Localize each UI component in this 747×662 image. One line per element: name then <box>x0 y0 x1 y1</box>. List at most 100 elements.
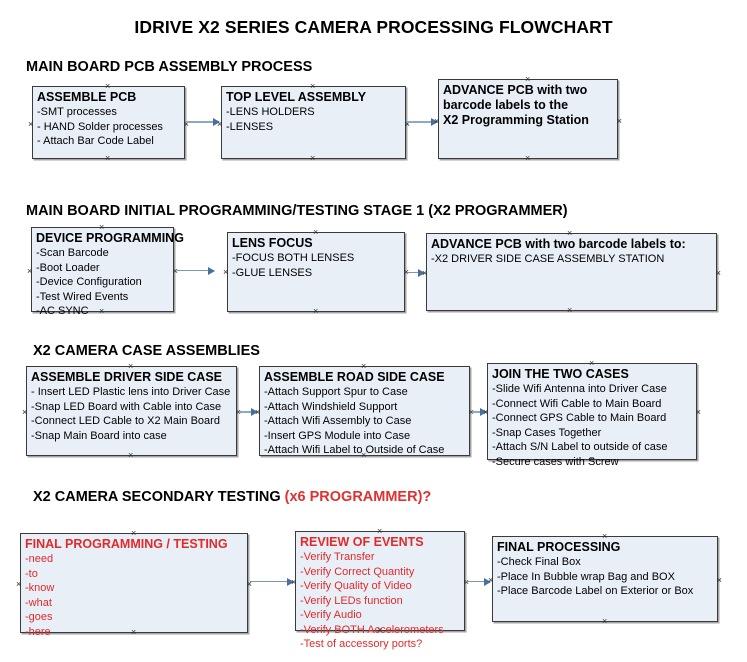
process-box-final-programming-testing[interactable]: FINAL PROGRAMMING / TESTING -need -to -k… <box>16 529 252 638</box>
box-line: -Attach Windshield Support <box>264 400 398 413</box>
box-title: FINAL PROCESSING <box>497 540 621 554</box>
handle-left-icon[interactable]: × <box>27 266 33 276</box>
handle-top-icon[interactable]: × <box>128 361 134 371</box>
box-line: -Snap Main Board into case <box>31 429 167 442</box>
handle-left-icon[interactable]: × <box>22 407 28 417</box>
box-title: JOIN THE TWO CASES <box>492 367 629 381</box>
handle-left-icon[interactable]: × <box>28 119 34 129</box>
process-box-device-programming[interactable]: DEVICE PROGRAMMING -Scan Barcode -Boot L… <box>27 223 184 318</box>
box-line: barcode labels to the <box>443 98 569 112</box>
connector-arrow-4-2 <box>466 577 491 586</box>
box-line: -Check Final Box <box>497 556 581 568</box>
handle-right-icon[interactable]: × <box>404 119 410 129</box>
handle-right-icon[interactable]: × <box>183 119 189 129</box>
handle-bottom-icon[interactable]: × <box>589 454 595 464</box>
box-line: -Attach S/N Label to outside of case <box>492 441 668 453</box>
box-line: -Boot Loader <box>36 261 100 274</box>
box-line: -Test Wired Events <box>36 290 129 303</box>
process-box-review-of-events[interactable]: REVIEW OF EVENTS -Verify Transfer -Verif… <box>291 527 469 651</box>
box-line: -goes <box>25 611 53 623</box>
handle-right-icon[interactable]: × <box>404 268 409 277</box>
box-line: -Connect GPS Cable to Main Board <box>492 412 667 424</box>
process-box-advance-pcb-programming-station[interactable]: ADVANCE PCB with two barcode labels to t… <box>434 75 622 163</box>
box-title: REVIEW OF EVENTS <box>300 535 424 549</box>
box-line: -Insert GPS Module into Case <box>264 429 411 442</box>
handle-left-icon[interactable]: × <box>223 267 229 277</box>
handle-bottom-icon[interactable]: × <box>361 450 367 460</box>
handle-left-icon[interactable]: × <box>16 579 22 589</box>
box-line: -Attach Wifi Label to Outside of Case <box>264 444 445 456</box>
process-box-assemble-pcb[interactable]: ASSEMBLE PCB -SMT processes - HAND Solde… <box>28 82 189 163</box>
connector-arrow-3-2 <box>472 408 487 416</box>
handle-bottom-icon[interactable]: × <box>128 450 134 460</box>
box-line: -Snap LED Board with Cable into Case <box>31 400 222 413</box>
box-line: -Verify Transfer <box>300 551 375 563</box>
connector-arrow-1-2 <box>407 118 438 126</box>
section-heading-2-text: MAIN BOARD INITIAL PROGRAMMING/TESTING S… <box>26 203 568 219</box>
handle-bottom-icon[interactable]: × <box>99 306 105 316</box>
process-box-lens-focus[interactable]: LENS FOCUS -FOCUS BOTH LENSES -GLUE LENS… <box>223 228 409 316</box>
connector-arrow-1-1 <box>186 118 220 126</box>
handle-top-icon[interactable]: × <box>525 74 531 84</box>
handle-right-icon[interactable]: × <box>716 575 722 585</box>
handle-top-icon[interactable]: × <box>377 526 383 536</box>
handle-top-icon[interactable]: × <box>567 228 573 238</box>
handle-left-icon[interactable]: × <box>255 407 261 417</box>
handle-bottom-icon[interactable]: × <box>377 625 383 635</box>
handle-right-icon[interactable]: × <box>715 268 721 278</box>
handle-top-icon[interactable]: × <box>310 81 316 91</box>
handle-bottom-icon[interactable]: × <box>313 306 319 316</box>
handle-left-icon[interactable]: × <box>488 575 494 585</box>
handle-right-icon[interactable]: × <box>246 579 252 589</box>
handle-top-icon[interactable]: × <box>131 528 137 538</box>
handle-right-icon[interactable]: × <box>463 577 469 587</box>
connector-arrow-3-1 <box>239 408 258 416</box>
handle-top-icon[interactable]: × <box>99 222 105 232</box>
handle-bottom-icon[interactable]: × <box>131 627 137 637</box>
handle-right-icon[interactable]: × <box>469 408 474 417</box>
box-title: ADVANCE PCB with two <box>443 83 588 97</box>
handle-right-icon[interactable]: × <box>172 266 178 276</box>
section-heading-1-text: MAIN BOARD PCB ASSEMBLY PROCESS <box>26 59 313 75</box>
handle-right-icon[interactable]: × <box>695 407 701 417</box>
handle-left-icon[interactable]: × <box>434 116 440 126</box>
process-box-advance-pcb-driver-side[interactable]: ADVANCE PCB with two barcode labels to: … <box>422 229 721 315</box>
process-box-final-processing[interactable]: FINAL PROCESSING -Check Final Box -Place… <box>488 532 722 626</box>
handle-left-icon[interactable]: × <box>291 577 297 587</box>
box-line: -FOCUS BOTH LENSES <box>232 252 355 264</box>
box-line: -what <box>25 596 52 609</box>
box-line: -Secure cases with Screw <box>492 455 619 468</box>
process-box-assemble-road-side-case[interactable]: ASSEMBLE ROAD SIDE CASE -Attach Support … <box>255 362 474 460</box>
handle-top-icon[interactable]: × <box>602 531 608 541</box>
box-title: DEVICE PROGRAMMING <box>36 231 184 245</box>
box-line: -here <box>25 625 51 638</box>
handle-bottom-icon[interactable]: × <box>310 153 316 163</box>
box-title: ADVANCE PCB with two barcode labels to: <box>431 237 686 251</box>
handle-right-icon[interactable]: × <box>616 116 622 126</box>
box-line: -Slide Wifi Antenna into Driver Case <box>492 383 667 395</box>
box-line: -X2 DRIVER SIDE CASE ASSEMBLY STATION <box>431 253 665 265</box>
section-heading-4-text: X2 CAMERA SECONDARY TESTING <box>33 489 285 505</box>
box-line: -LENSES <box>226 120 274 133</box>
handle-top-icon[interactable]: × <box>589 358 595 368</box>
handle-top-icon[interactable]: × <box>105 81 111 91</box>
handle-top-icon[interactable]: × <box>313 227 319 237</box>
box-line: X2 Programming Station <box>443 113 589 127</box>
handle-left-icon[interactable]: × <box>422 268 428 278</box>
handle-left-icon[interactable]: × <box>217 119 223 129</box>
process-box-top-level-assembly[interactable]: TOP LEVEL ASSEMBLY -LENS HOLDERS -LENSES… <box>217 82 410 163</box>
process-box-join-the-two-cases[interactable]: JOIN THE TWO CASES -Slide Wifi Antenna i… <box>483 359 701 468</box>
box-line: -Connect Wifi Cable to Main Board <box>492 397 662 410</box>
process-box-assemble-driver-side-case[interactable]: ASSEMBLE DRIVER SIDE CASE - Insert LED P… <box>22 362 241 460</box>
handle-bottom-icon[interactable]: × <box>525 153 531 163</box>
handle-top-icon[interactable]: × <box>361 361 367 371</box>
box-line: -Snap Cases Together <box>492 426 602 439</box>
box-line: -Place Barcode Label on Exterior or Box <box>497 585 694 597</box>
handle-left-icon[interactable]: × <box>483 407 489 417</box>
handle-bottom-icon[interactable]: × <box>602 616 608 626</box>
box-line-overflow: -Test of accessory ports? <box>300 638 423 650</box>
box-title: LENS FOCUS <box>232 236 313 250</box>
handle-right-icon[interactable]: × <box>236 408 241 417</box>
handle-bottom-icon[interactable]: × <box>567 305 573 315</box>
handle-bottom-icon[interactable]: × <box>105 153 111 163</box>
